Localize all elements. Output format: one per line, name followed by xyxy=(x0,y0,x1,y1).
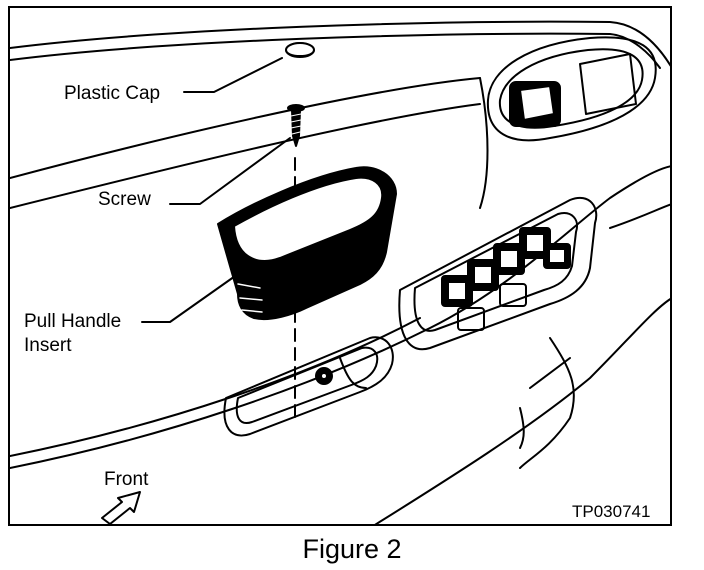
door-panel-outline xyxy=(10,20,670,524)
leader-lines xyxy=(141,57,291,323)
diagram-frame: Plastic Cap Screw Pull Handle Insert Fro… xyxy=(8,6,672,526)
screw-label: Screw xyxy=(98,189,151,210)
inner-door-handle xyxy=(486,36,657,142)
screw-part xyxy=(287,104,305,147)
plastic-cap-part xyxy=(285,42,315,58)
figure-caption: Figure 2 xyxy=(302,534,402,564)
pull-handle-label-line1: Pull Handle xyxy=(24,311,122,332)
pull-handle-label-line2: Insert xyxy=(24,335,72,356)
window-switch-panel xyxy=(398,197,598,351)
part-code: TP030741 xyxy=(572,502,651,521)
door-panel-illustration xyxy=(10,20,670,524)
front-label: Front xyxy=(104,469,149,490)
plastic-cap-label: Plastic Cap xyxy=(64,83,161,104)
front-arrow-icon xyxy=(101,491,141,524)
pull-handle-recess xyxy=(223,336,394,437)
pull-handle-insert-part xyxy=(217,166,397,320)
